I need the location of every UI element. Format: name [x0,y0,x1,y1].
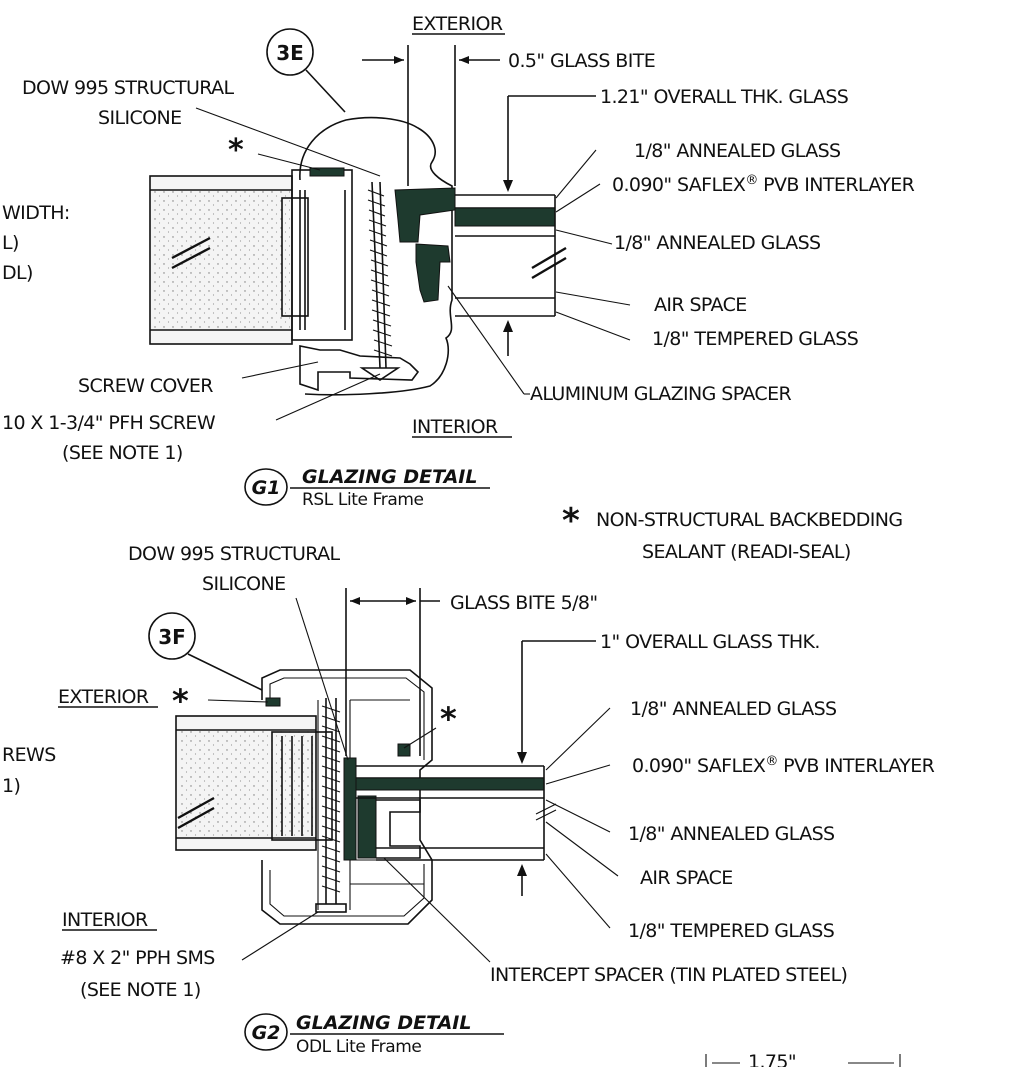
g2-detail-subtitle: ODL Lite Frame [296,1037,421,1057]
g1-detail-tag [244,468,288,506]
g1-screw-label-2: (SEE NOTE 1) [62,442,183,464]
g2-layer-1-label: 1/8" ANNEALED GLASS [630,698,837,720]
g2-layer-5-label: 1/8" TEMPERED GLASS [628,920,834,942]
g2-glass-lites [355,765,557,861]
g2-asterisk-left: * [172,682,189,720]
g1-structural-silicone [394,187,456,243]
g1-screw [359,181,401,381]
g2-layer-4-label: AIR SPACE [640,867,733,889]
g1-bubble [266,28,314,76]
note-line-1: NON-STRUCTURAL BACKBEDDING [596,509,903,531]
g1-asterisk: * [228,133,244,168]
g2-interior-label: INTERIOR [62,909,148,931]
g2-intercept-spacer [357,795,377,859]
g1-silicone-label-1: DOW 995 STRUCTURAL [22,77,234,99]
g1-layer-5-label: 1/8" TEMPERED GLASS [652,328,858,350]
g1-edge-text-2: L) [2,232,19,254]
g2-layer-2-label: 0.090" SAFLEX® PVB INTERLAYER [632,754,935,777]
g1-overall-thickness-label: 1.21" OVERALL THK. GLASS [600,86,848,108]
g2-bubble [148,612,196,660]
g2-bubble-label: 3F [158,625,186,649]
note-line-2: SEALANT (READI-SEAL) [642,541,851,563]
g1-layer-3-label: 1/8" ANNEALED GLASS [614,232,821,254]
g2-screw-label-2: (SEE NOTE 1) [80,979,201,1001]
detail-g1: 3E EXTERIOR 0.5" GLASS BITE 1.21" OVERAL… [2,13,915,510]
g1-edge-text-3: DL) [2,262,33,284]
g1-bubble-label: 3E [276,41,304,65]
g1-layer-4-label: AIR SPACE [654,294,747,316]
g2-glass-bite-label: GLASS BITE 5/8" [450,592,598,614]
g1-glass-bite-label: 0.5" GLASS BITE [508,50,655,72]
g1-spacer-label: ALUMINUM GLAZING SPACER [530,383,791,405]
g1-layer-1-label: 1/8" ANNEALED GLASS [634,140,841,162]
g2-edge-text-2: 1) [2,775,20,797]
g2-structural-silicone [343,757,357,861]
g2-spacer-label: INTERCEPT SPACER (TIN PLATED STEEL) [490,964,847,986]
g2-silicone-label-1: DOW 995 STRUCTURAL [128,543,340,565]
g1-detail-tag-label: G1 [252,477,281,499]
g2-edge-text-1: REWS [2,744,56,766]
g1-silicone-label-2: SILICONE [98,107,182,129]
g2-backbedding-sealant-right [397,743,411,757]
g1-detail-title: GLAZING DETAIL [302,466,477,488]
g1-backbedding-sealant [309,167,345,177]
backbedding-note: * NON-STRUCTURAL BACKBEDDING SEALANT (RE… [562,501,903,563]
g2-layer-3-label: 1/8" ANNEALED GLASS [628,823,835,845]
footer-dimension: 1.75" [705,1051,901,1067]
g1-interior-label: INTERIOR [412,416,498,438]
footer-dimension-label: 1.75" [748,1051,796,1067]
g2-detail-title: GLAZING DETAIL [296,1012,471,1034]
g2-screw-label-1: #8 X 2" PPH SMS [60,947,215,969]
g1-screw-cover-label: SCREW COVER [78,375,213,397]
g2-asterisk-right: * [440,700,457,738]
g1-edge-text-1: WIDTH: [2,202,70,224]
g1-glass-lites [454,194,567,317]
g2-backbedding-sealant-left [265,697,281,707]
g2-detail-tag-label: G2 [252,1022,281,1044]
g1-detail-subtitle: RSL Lite Frame [302,490,424,510]
note-asterisk: * [562,501,580,541]
detail-g2: 3F DOW 995 STRUCTURAL SILICONE GLASS BIT… [2,543,935,1057]
g2-detail-tag [244,1013,288,1051]
g1-screw-label-1: 10 X 1-3/4" PFH SCREW [2,412,216,434]
g2-silicone-label-2: SILICONE [202,573,286,595]
g2-screw [315,698,347,913]
g1-exterior-label: EXTERIOR [412,13,503,35]
g2-overall-thickness-label: 1" OVERALL GLASS THK. [600,631,820,653]
g1-screw-cover [299,345,420,392]
g2-exterior-label: EXTERIOR [58,686,149,708]
g1-aluminum-spacer [415,243,451,303]
g1-layer-2-label: 0.090" SAFLEX® PVB INTERLAYER [612,173,915,196]
